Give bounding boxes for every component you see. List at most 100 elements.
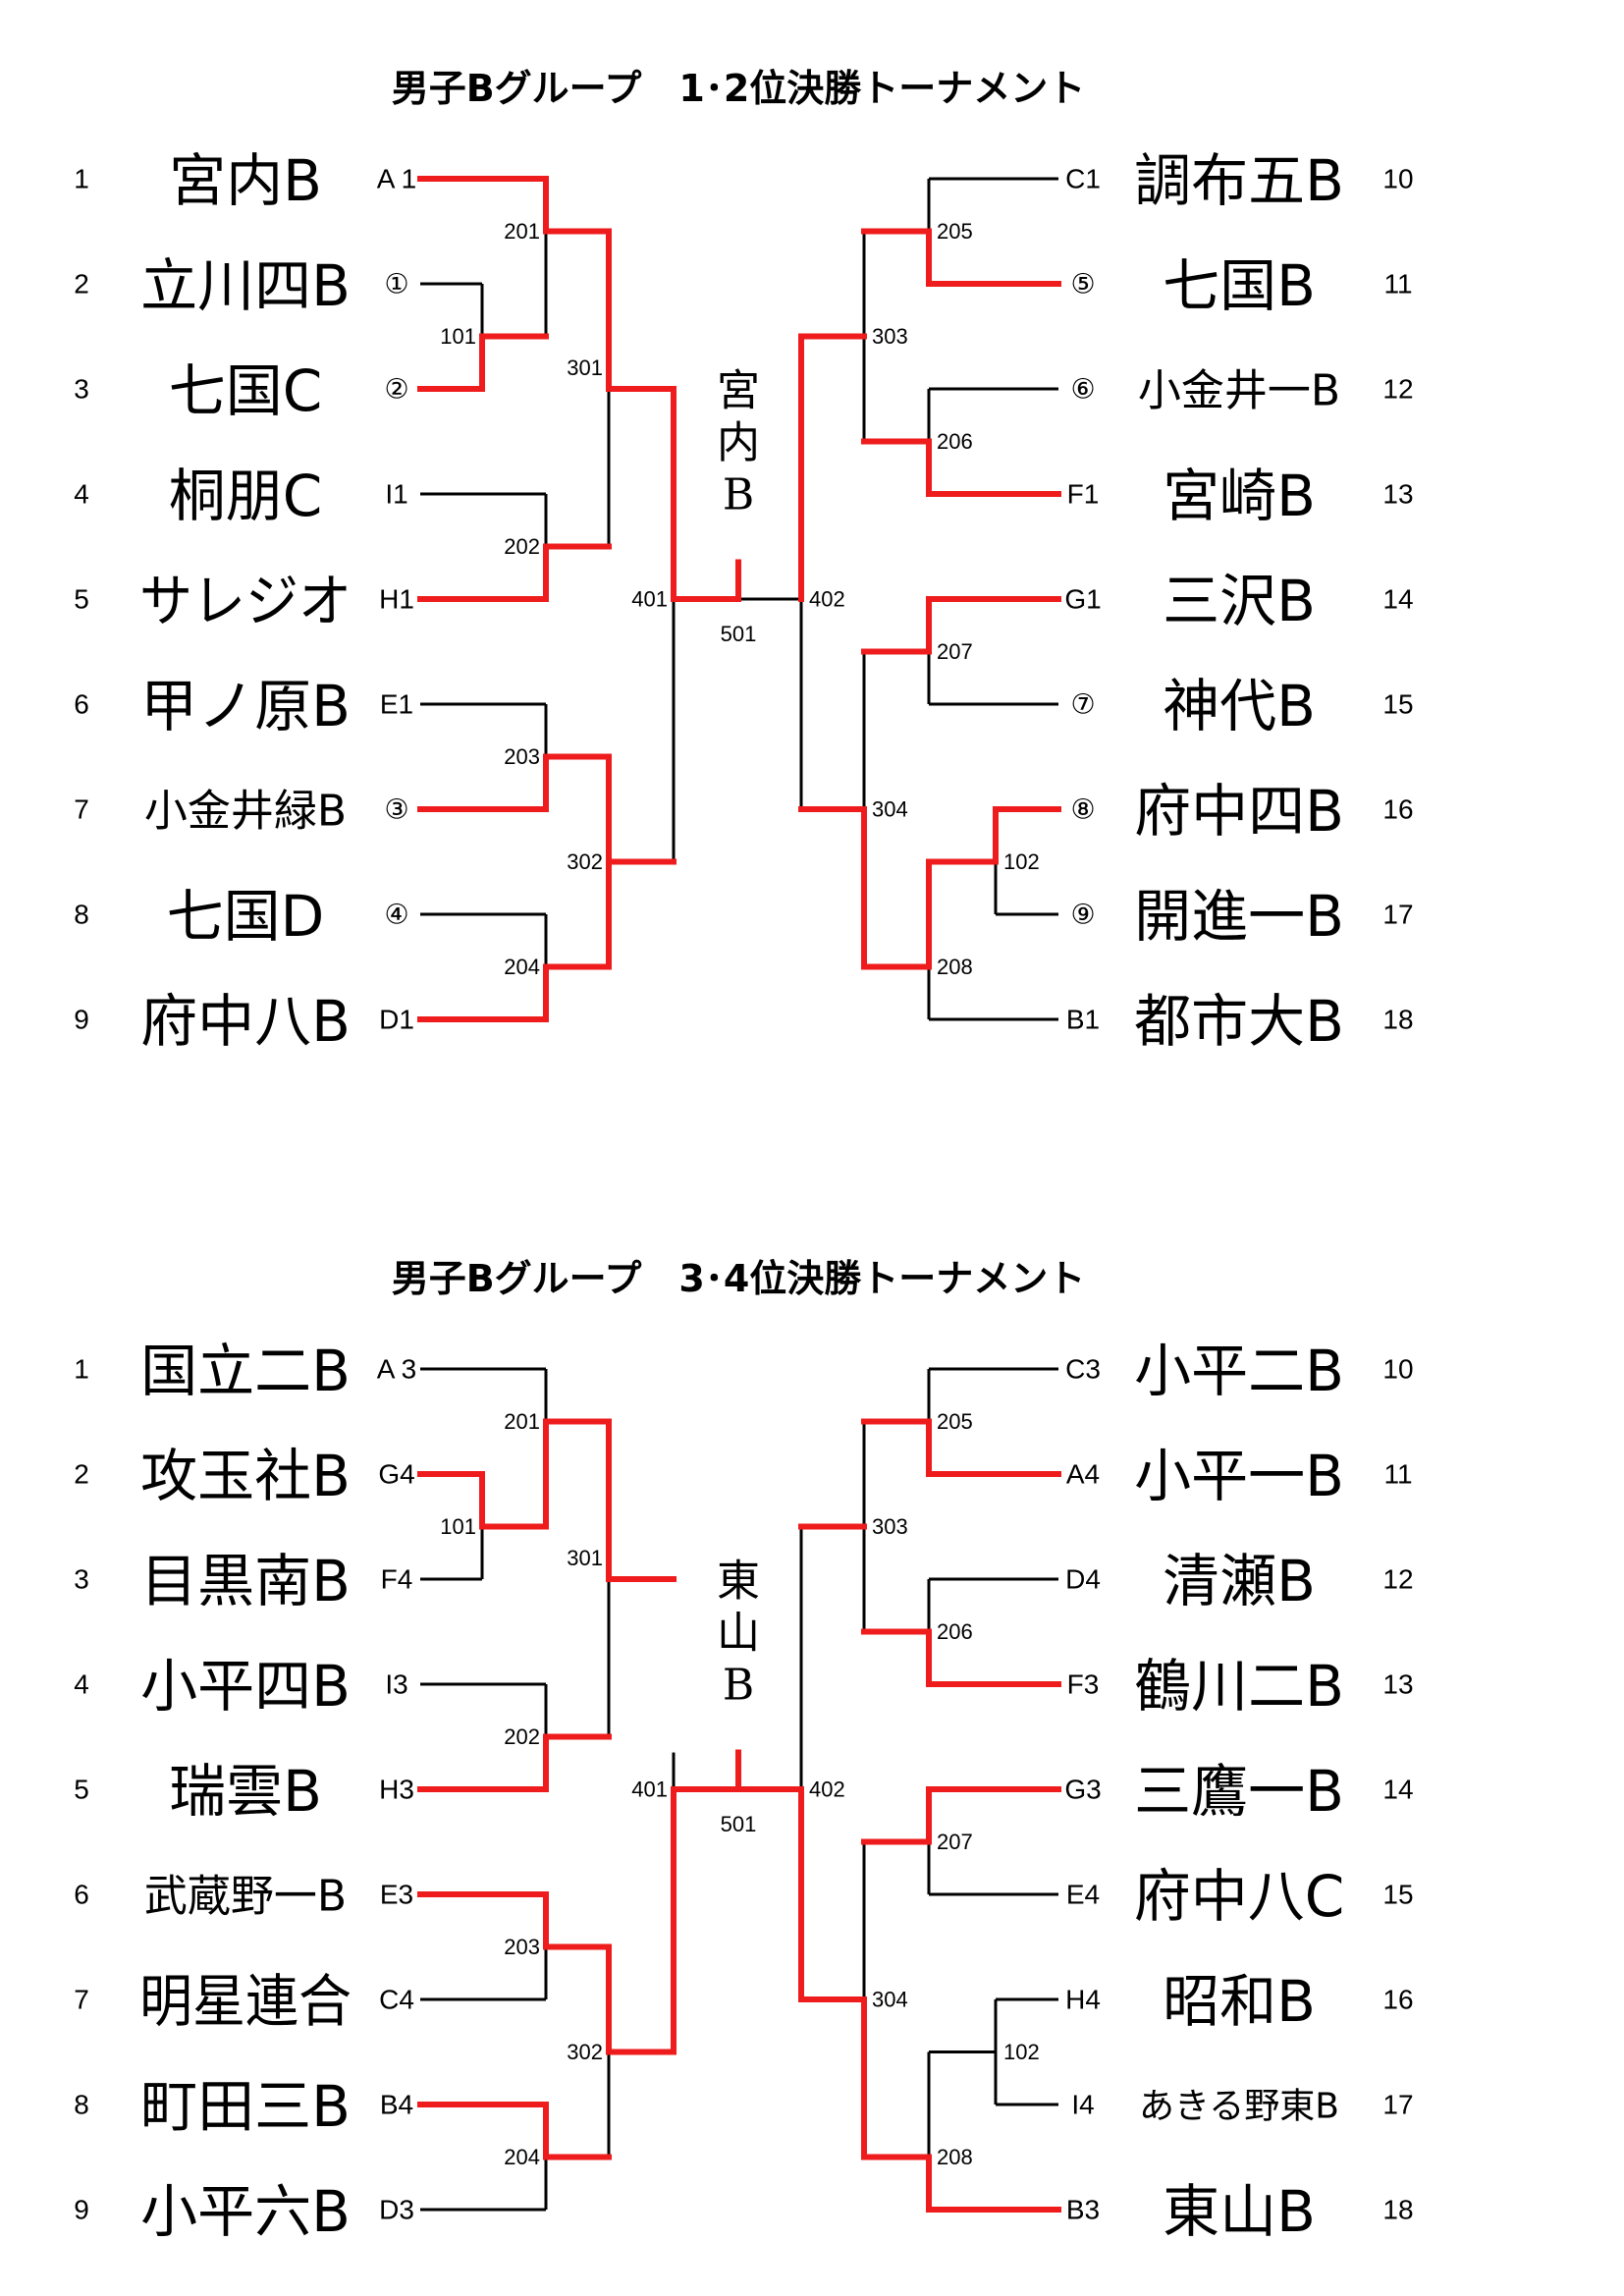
match-number-301: 301 [567, 355, 603, 380]
match-number-202: 202 [504, 1724, 540, 1749]
team-code: ⑨ [1070, 900, 1095, 930]
champion-char: 宮 [717, 366, 760, 416]
team-code: D3 [379, 2195, 414, 2225]
seed-number: 10 [1382, 164, 1413, 194]
team-name: 鶴川二B [1134, 1653, 1344, 1720]
seed-number: 11 [1383, 269, 1412, 300]
seed-number: 18 [1382, 2195, 1413, 2225]
team-name: 開進一B [1134, 883, 1344, 950]
match-number-402: 402 [809, 587, 845, 612]
team-name: 都市大B [1134, 988, 1344, 1055]
team-name: サレジオ [139, 568, 352, 634]
team-name: 神代B [1163, 673, 1316, 739]
team-code: A 3 [377, 1354, 416, 1385]
match-number-501: 501 [721, 1812, 757, 1836]
team-code: C4 [379, 1985, 414, 2015]
team-code: E4 [1066, 1880, 1100, 1910]
team-code: F3 [1067, 1669, 1100, 1700]
team-code: A 1 [377, 164, 416, 194]
team-code: C1 [1065, 164, 1101, 194]
team-name: 立川四B [140, 252, 351, 319]
team-code: D4 [1065, 1564, 1101, 1595]
team-name: 国立二B [140, 1338, 351, 1404]
seed-number: 4 [74, 1669, 89, 1700]
team-code: I1 [385, 479, 407, 510]
team-name: 小平六B [140, 2178, 351, 2245]
match-number-102: 102 [1003, 2040, 1040, 2064]
seed-number: 17 [1382, 2090, 1413, 2120]
champion-char: B [723, 1661, 754, 1711]
team-name: 小平四B [140, 1653, 351, 1720]
team-code: H1 [379, 584, 414, 615]
bracket-lines [417, 176, 1061, 1022]
team-code: B4 [380, 2090, 413, 2120]
team-code: G1 [1064, 584, 1101, 615]
bracket-lines [417, 1367, 1061, 2213]
match-number-101: 101 [440, 1514, 476, 1539]
match-number-303: 303 [872, 1514, 908, 1539]
team-name: 小平二B [1134, 1338, 1344, 1404]
team-code: ⑤ [1070, 269, 1095, 300]
team-name: 三鷹一B [1134, 1758, 1344, 1825]
team-code: G4 [378, 1459, 414, 1490]
team-name: 三沢B [1163, 568, 1316, 634]
team-name: 小金井一B [1138, 366, 1340, 416]
team-name: 七国B [1163, 252, 1316, 319]
team-name: 瑞雲B [169, 1758, 322, 1825]
team-code: I4 [1071, 2090, 1094, 2120]
team-name: 小平一B [1134, 1443, 1344, 1509]
champion-label: 宮内B [717, 366, 760, 520]
team-name: 小金井緑B [144, 787, 347, 837]
seed-number: 9 [74, 2195, 89, 2225]
team-code: B1 [1066, 1005, 1100, 1035]
match-number-206: 206 [937, 1619, 973, 1644]
match-number-207: 207 [937, 1830, 973, 1854]
seed-number: 7 [74, 794, 89, 825]
seed-number: 11 [1383, 1459, 1412, 1490]
seed-number: 9 [74, 1005, 89, 1035]
seed-number: 7 [74, 1985, 89, 2015]
match-number-401: 401 [631, 1777, 668, 1802]
seed-number: 6 [74, 1880, 89, 1910]
match-number-203: 203 [504, 744, 540, 769]
seed-number: 18 [1382, 1005, 1413, 1035]
seed-number: 8 [74, 900, 89, 930]
match-number-302: 302 [567, 849, 603, 874]
match-number-202: 202 [504, 534, 540, 559]
team-code: I3 [385, 1669, 407, 1700]
match-number-205: 205 [937, 1409, 973, 1434]
team-name: 宮崎B [1163, 463, 1316, 529]
team-row-left: 4 小平四B I3 [74, 1653, 407, 1720]
match-number-203: 203 [504, 1935, 540, 1959]
bracket-title: 男子Bグループ 1･2位決勝トーナメント [392, 67, 1086, 110]
team-code: F1 [1067, 479, 1100, 510]
match-number-402: 402 [809, 1777, 845, 1802]
match-number-302: 302 [567, 2040, 603, 2064]
team-code: ④ [384, 900, 408, 930]
match-number-401: 401 [631, 587, 668, 612]
team-code: ② [384, 374, 408, 405]
seed-number: 1 [74, 164, 89, 194]
champion-char: B [723, 470, 754, 520]
